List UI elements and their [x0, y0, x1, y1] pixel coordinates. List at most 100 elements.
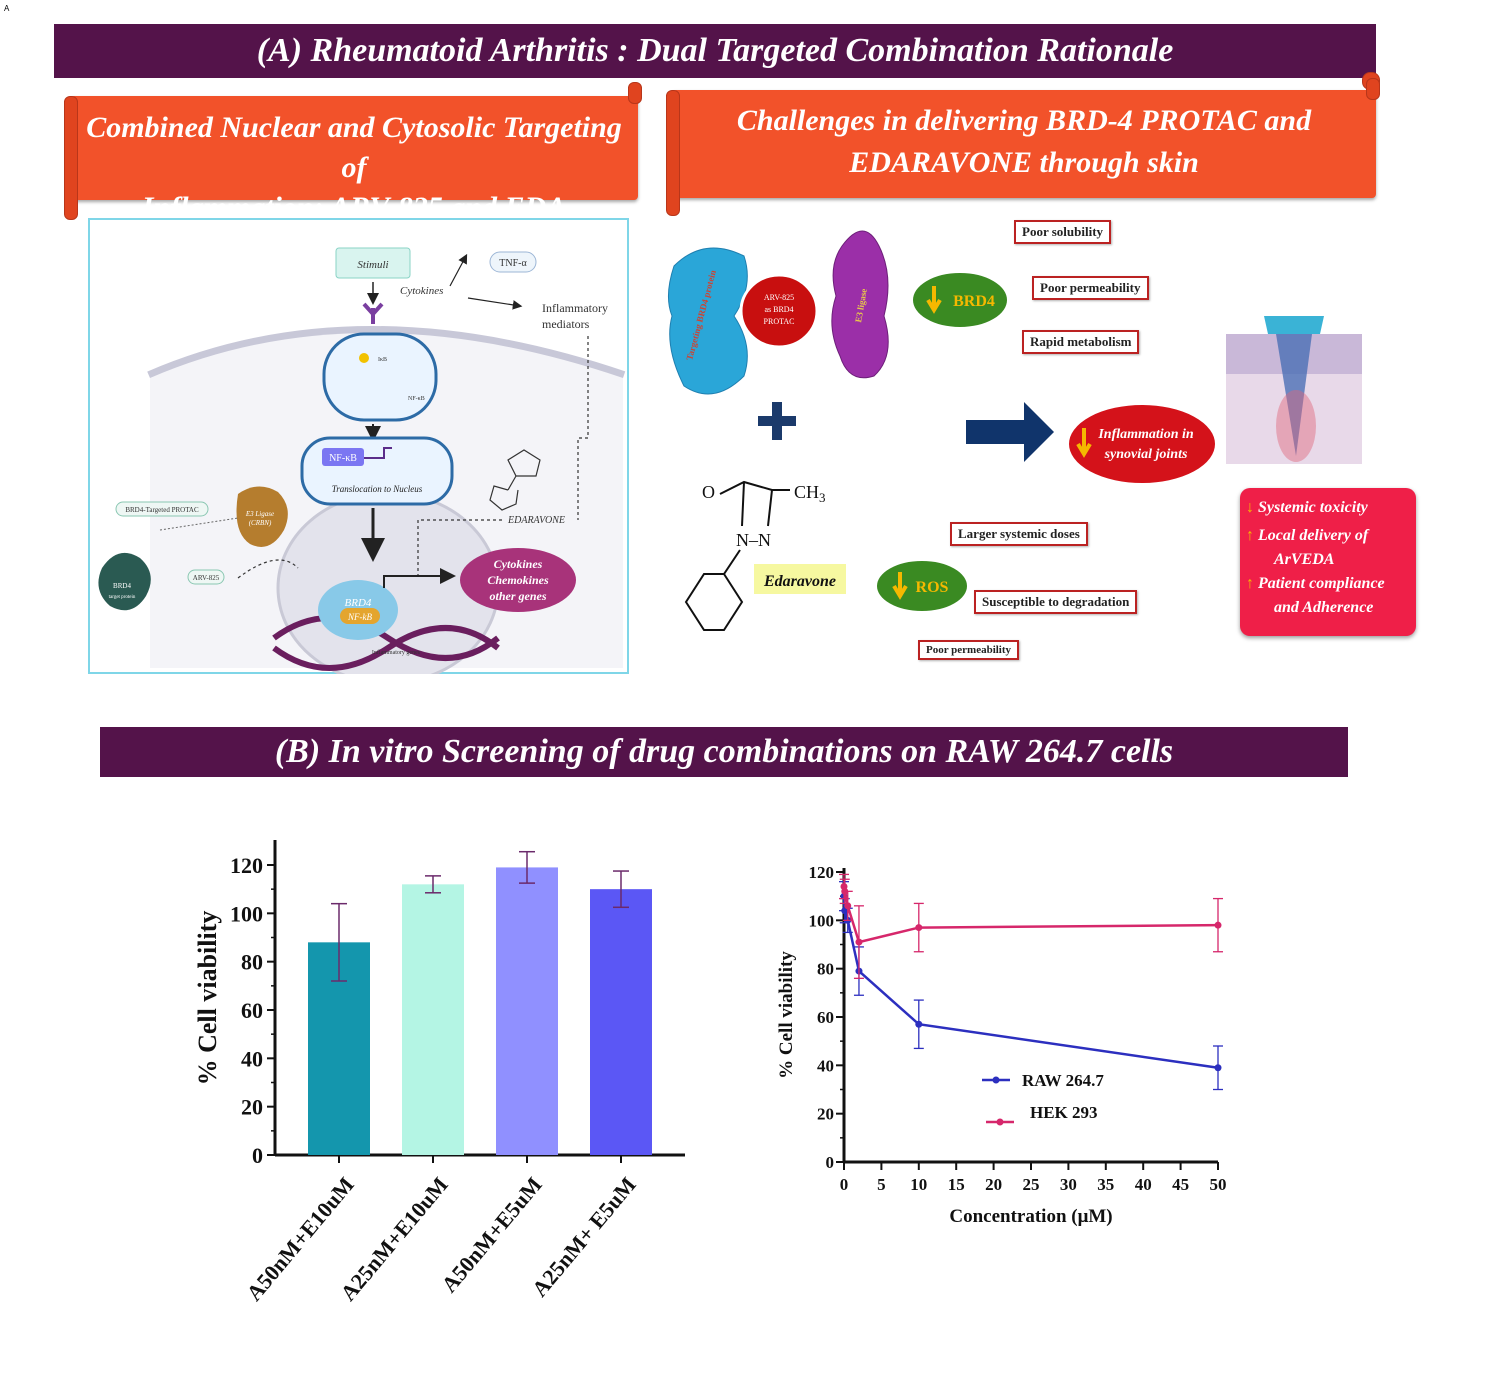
protac-center-1: ARV-825 — [764, 293, 794, 302]
left-scroll-header: Combined Nuclear and Cytosolic Targeting… — [64, 82, 642, 224]
data-point — [844, 902, 852, 910]
y-tick-label: 80 — [241, 950, 263, 975]
skin-microneedle-image — [1226, 316, 1362, 464]
brd4-oval-label: BRD4 — [953, 293, 995, 310]
legend-label: RAW 264.7 — [1022, 1071, 1104, 1090]
y-axis-label: % Cell viability — [193, 911, 222, 1086]
y-tick-label: 60 — [817, 1008, 834, 1027]
y-tick-label: 80 — [817, 960, 834, 979]
inflammation-label-2: synovial joints — [1104, 447, 1188, 462]
bar — [402, 884, 464, 1155]
y-tick-label: 100 — [809, 911, 835, 930]
plus-icon — [758, 402, 796, 440]
x-tick-label: 40 — [1135, 1175, 1152, 1194]
edaravone-pathway-label: EDARAVONE — [507, 515, 565, 526]
right-scroll-line2: EDARAVONE through skin — [849, 146, 1199, 179]
panel-a-title-text: (A) Rheumatoid Arthritis : Dual Targeted… — [256, 32, 1174, 69]
y-tick-label: 0 — [252, 1143, 263, 1168]
scroll-curl-left — [666, 90, 680, 216]
brd4-target-label-2: target protein — [109, 595, 136, 600]
x-tick-label: 10 — [910, 1175, 927, 1194]
legend-marker — [992, 1076, 1000, 1084]
o-atom: O — [702, 482, 715, 502]
bar — [496, 867, 558, 1155]
outcome-row-1: ↑ Local delivery of — [1246, 524, 1410, 548]
challenge-eda-2: Poor permeability — [918, 640, 1020, 660]
up-arrow-icon: ↑ — [1246, 527, 1254, 544]
inflammatory-genes-label: Inflammatory genes — [372, 649, 421, 656]
down-arrow-icon: ↓ — [1246, 499, 1254, 516]
challenge-eda-1: Susceptible to degradation — [974, 590, 1138, 614]
oval-other-genes: other genes — [490, 589, 547, 603]
ikb-label: IκB — [378, 357, 387, 363]
e3-ligase-shape — [831, 230, 889, 379]
data-point — [915, 1020, 923, 1028]
series-line — [842, 896, 1219, 1069]
brd4-label: BRD4 — [345, 597, 372, 609]
left-scroll-line1: Combined Nuclear and Cytosolic Targeting… — [86, 111, 622, 184]
bar — [590, 889, 652, 1155]
x-tick-label: 20 — [985, 1175, 1002, 1194]
mediators-label-2: mediators — [542, 317, 590, 331]
e3-label-1: E3 Ligase — [245, 510, 274, 518]
up-arrow-icon: ↑ — [1246, 575, 1254, 592]
right-scroll-header: Challenges in delivering BRD-4 PROTAC an… — [666, 78, 1380, 216]
protac-diagram: Targeting BRD4 protein ARV-825 as BRD4 P… — [668, 230, 1362, 631]
data-point — [855, 938, 863, 946]
x-tick-label: 50 — [1210, 1175, 1227, 1194]
challenge-arv-2: Rapid metabolism — [1022, 330, 1140, 354]
outcome-3: Patient compliance — [1258, 575, 1385, 592]
outcome-2: ArVEDA — [1274, 551, 1335, 568]
challenge-arv-1: Poor permeability — [1032, 276, 1149, 300]
stimuli-label: Stimuli — [357, 259, 388, 271]
n-atoms: N–N — [736, 530, 771, 550]
protac-center-2: as BRD4 — [764, 305, 793, 314]
right-scroll-line1: Challenges in delivering BRD-4 PROTAC an… — [736, 104, 1312, 137]
corner-letter: A — [4, 4, 10, 13]
brd4-target-label-1: BRD4 — [113, 582, 131, 590]
outcome-row-0: ↓ Systemic toxicity — [1246, 496, 1410, 520]
ch3-label: CH3 — [794, 482, 826, 505]
series-line — [842, 886, 1219, 944]
panel-a-title: (A) Rheumatoid Arthritis : Dual Targeted… — [54, 24, 1376, 78]
data-point — [1214, 1064, 1222, 1072]
nfkb2-label: NF-kB — [347, 612, 372, 622]
outcome-4: and Adherence — [1274, 599, 1374, 616]
x-tick-label: 35 — [1097, 1175, 1114, 1194]
challenge-eda-0: Larger systemic doses — [950, 522, 1088, 546]
y-tick-label: 40 — [817, 1056, 834, 1075]
y-tick-label: 40 — [241, 1046, 263, 1071]
cytokines-label: Cytokines — [400, 285, 443, 297]
e3-label-2: (CRBN) — [249, 519, 272, 527]
x-axis-label: Concentration (μM) — [949, 1206, 1112, 1227]
arv-tag-label: ARV-825 — [193, 574, 220, 582]
x-tick-label: 25 — [1023, 1175, 1040, 1194]
edaravone-label: Edaravone — [763, 573, 836, 590]
scroll-curl-right — [1366, 78, 1380, 100]
brd4-protein-shape — [668, 247, 748, 395]
protac-label: BRD4-Targeted PROTAC — [125, 506, 199, 514]
tnf-label: TNF-α — [499, 258, 527, 269]
x-tick-label: 30 — [1060, 1175, 1077, 1194]
outcomes-box: ↓ Systemic toxicity ↑ Local delivery of … — [1240, 488, 1416, 636]
challenge-arv-0: Poor solubility — [1014, 220, 1112, 244]
nfkb-label: NF-κB — [329, 453, 357, 464]
scroll-curl-left — [64, 96, 78, 220]
outcome-0: Systemic toxicity — [1258, 499, 1368, 516]
y-tick-label: 100 — [230, 901, 263, 926]
y-tick-label: 60 — [241, 998, 263, 1023]
data-point — [1214, 921, 1222, 929]
panel-b-title-text: (B) In vitro Screening of drug combinati… — [274, 733, 1174, 770]
x-tick-label: 15 — [948, 1175, 965, 1194]
y-axis-label: % Cell viability — [776, 951, 797, 1079]
x-tick-label: 45 — [1172, 1175, 1189, 1194]
pathway-diagram: Stimuli Cytokines TNF-α Inflammatory med… — [88, 218, 629, 674]
x-tick-label: 0 — [840, 1175, 849, 1194]
y-tick-label: 0 — [826, 1153, 835, 1172]
ch3-label-sub: 3 — [819, 490, 826, 505]
legend-marker — [996, 1118, 1004, 1126]
y-tick-label: 20 — [817, 1105, 834, 1124]
nfkb-small-label: NF-κB — [408, 396, 425, 402]
